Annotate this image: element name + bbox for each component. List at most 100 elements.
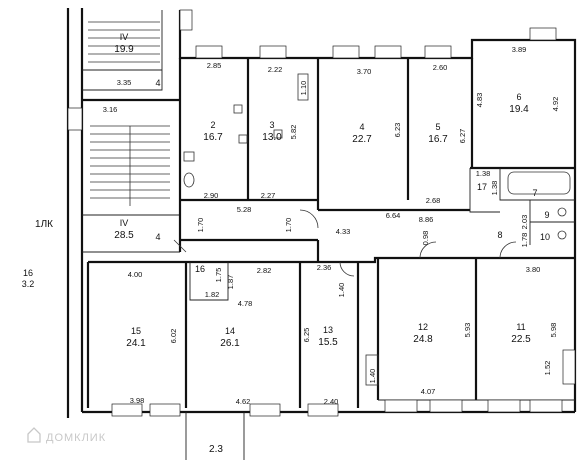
room-number: IV [120,32,129,42]
room-area: 16.7 [428,134,448,145]
room-number: 9 [544,210,549,220]
room-number: 10 [540,232,550,242]
window-room4b [374,45,402,59]
window-stair [67,107,83,131]
room-number: 7 [532,188,537,198]
windows [67,9,576,417]
room-area: 15.5 [318,337,338,348]
room-dimension: 6.64 [386,211,401,220]
room-number: 15 [131,326,141,336]
room-dimension: 6.02 [169,329,178,344]
room-number: 4 [359,122,364,132]
watermark: ДОМКЛИК [27,427,106,444]
room9-10-outline [529,200,575,245]
room-area: 16.7 [203,132,223,143]
room-dimension: 3.98 [130,396,145,405]
washbasin-icon [557,207,567,217]
stair-treads-lower [90,125,170,206]
dimension-label: 2.03 [520,215,529,230]
watermark-text: ДОМКЛИК [46,432,106,444]
room-dimension: 6.25 [302,328,311,343]
room-dimension: 1.38 [476,169,491,178]
column-icon [297,73,309,101]
ventilation-icon [233,104,243,114]
room-dimension: 1.75 [214,268,223,283]
house-icon [27,427,41,443]
toilet-icon [557,230,567,240]
dimension-label: 2.3 [209,444,223,455]
stair-lower-outline [82,214,180,253]
niche-icon [365,354,379,386]
labels: IV 19.9 3.35 4 3.16 IV 28.5 4 2.85 2 16.… [22,32,560,455]
room-area: 19.9 [114,44,134,55]
room-dimension: 1.52 [543,361,552,376]
room-number: 17 [477,182,487,192]
room-area: 3.2 [22,279,35,289]
room-dimension: 3.80 [526,265,541,274]
door-leaf [173,239,187,253]
room-area: 28.5 [114,230,134,241]
room-number: 14 [225,326,235,336]
dimension-label: 5.28 [237,205,252,214]
room-dimension: 4.33 [336,227,351,236]
room-dimension: 4.00 [128,270,143,279]
door-arc [499,241,517,259]
room-dimension: 2.68 [426,196,441,205]
room-dimension: 2.36 [317,263,332,272]
room-dimension: 5.93 [463,323,472,338]
room-area: 24.1 [126,338,146,349]
window-room5 [424,45,452,59]
door-arc [339,261,355,277]
room-number: 1ЛК [35,219,53,230]
room-number: 2 [210,120,215,130]
window-top-left [179,9,193,31]
sink-icon [183,151,195,162]
entry-walls [185,412,245,460]
room-dimension: 3.89 [512,45,527,54]
room-dimension: 2.22 [268,65,283,74]
window-room11-side [562,349,576,385]
room-dimension: 4.83 [475,93,484,108]
room-number: IV [120,218,129,228]
room-dimension: 3.70 [357,67,372,76]
dimension-label: 1.70 [196,218,205,233]
window-room3 [259,45,287,59]
door-arc [299,209,319,229]
stair-iv-top-outline [82,10,163,91]
top-outer-wall [178,10,577,412]
room-dimension: 4.07 [421,387,436,396]
window-room2 [195,45,223,59]
window-room4a [332,45,360,59]
dimension-label: 1.40 [337,283,346,298]
dimension-label: 1.70 [284,218,293,233]
room-area: 19.4 [509,104,529,115]
window-room11b [529,399,563,413]
room-dimension: 1.87 [226,275,235,290]
window-room12b [429,399,463,413]
ventilation-icon [273,129,283,139]
window-room6 [529,27,557,41]
room-dimension: 2.60 [433,63,448,72]
room-dimension: 6.27 [458,129,467,144]
room17-outline [469,168,500,213]
dimension-label: 4 [155,232,160,242]
room-dimension: 6.23 [393,123,402,138]
room-dimension: 1.38 [490,181,499,196]
room-dimension: 2.27 [261,191,276,200]
dimension-label: 4 [155,78,160,88]
room-dimension: 4.78 [238,299,253,308]
window-room11a [487,399,521,413]
room-dimension: 8.86 [419,215,434,224]
room-area: 24.8 [413,334,433,345]
room-number: 16 [195,264,205,274]
room-number: 12 [418,322,428,332]
room-number: 3 [269,120,274,130]
room-number: 11 [516,322,525,332]
lower-row-top-wall [88,256,575,264]
room-number: 16 [23,268,33,278]
room-area: 26.1 [220,338,240,349]
fixtures [88,21,571,386]
dimension-label: 0.98 [421,231,430,246]
window-room12a [384,399,418,413]
